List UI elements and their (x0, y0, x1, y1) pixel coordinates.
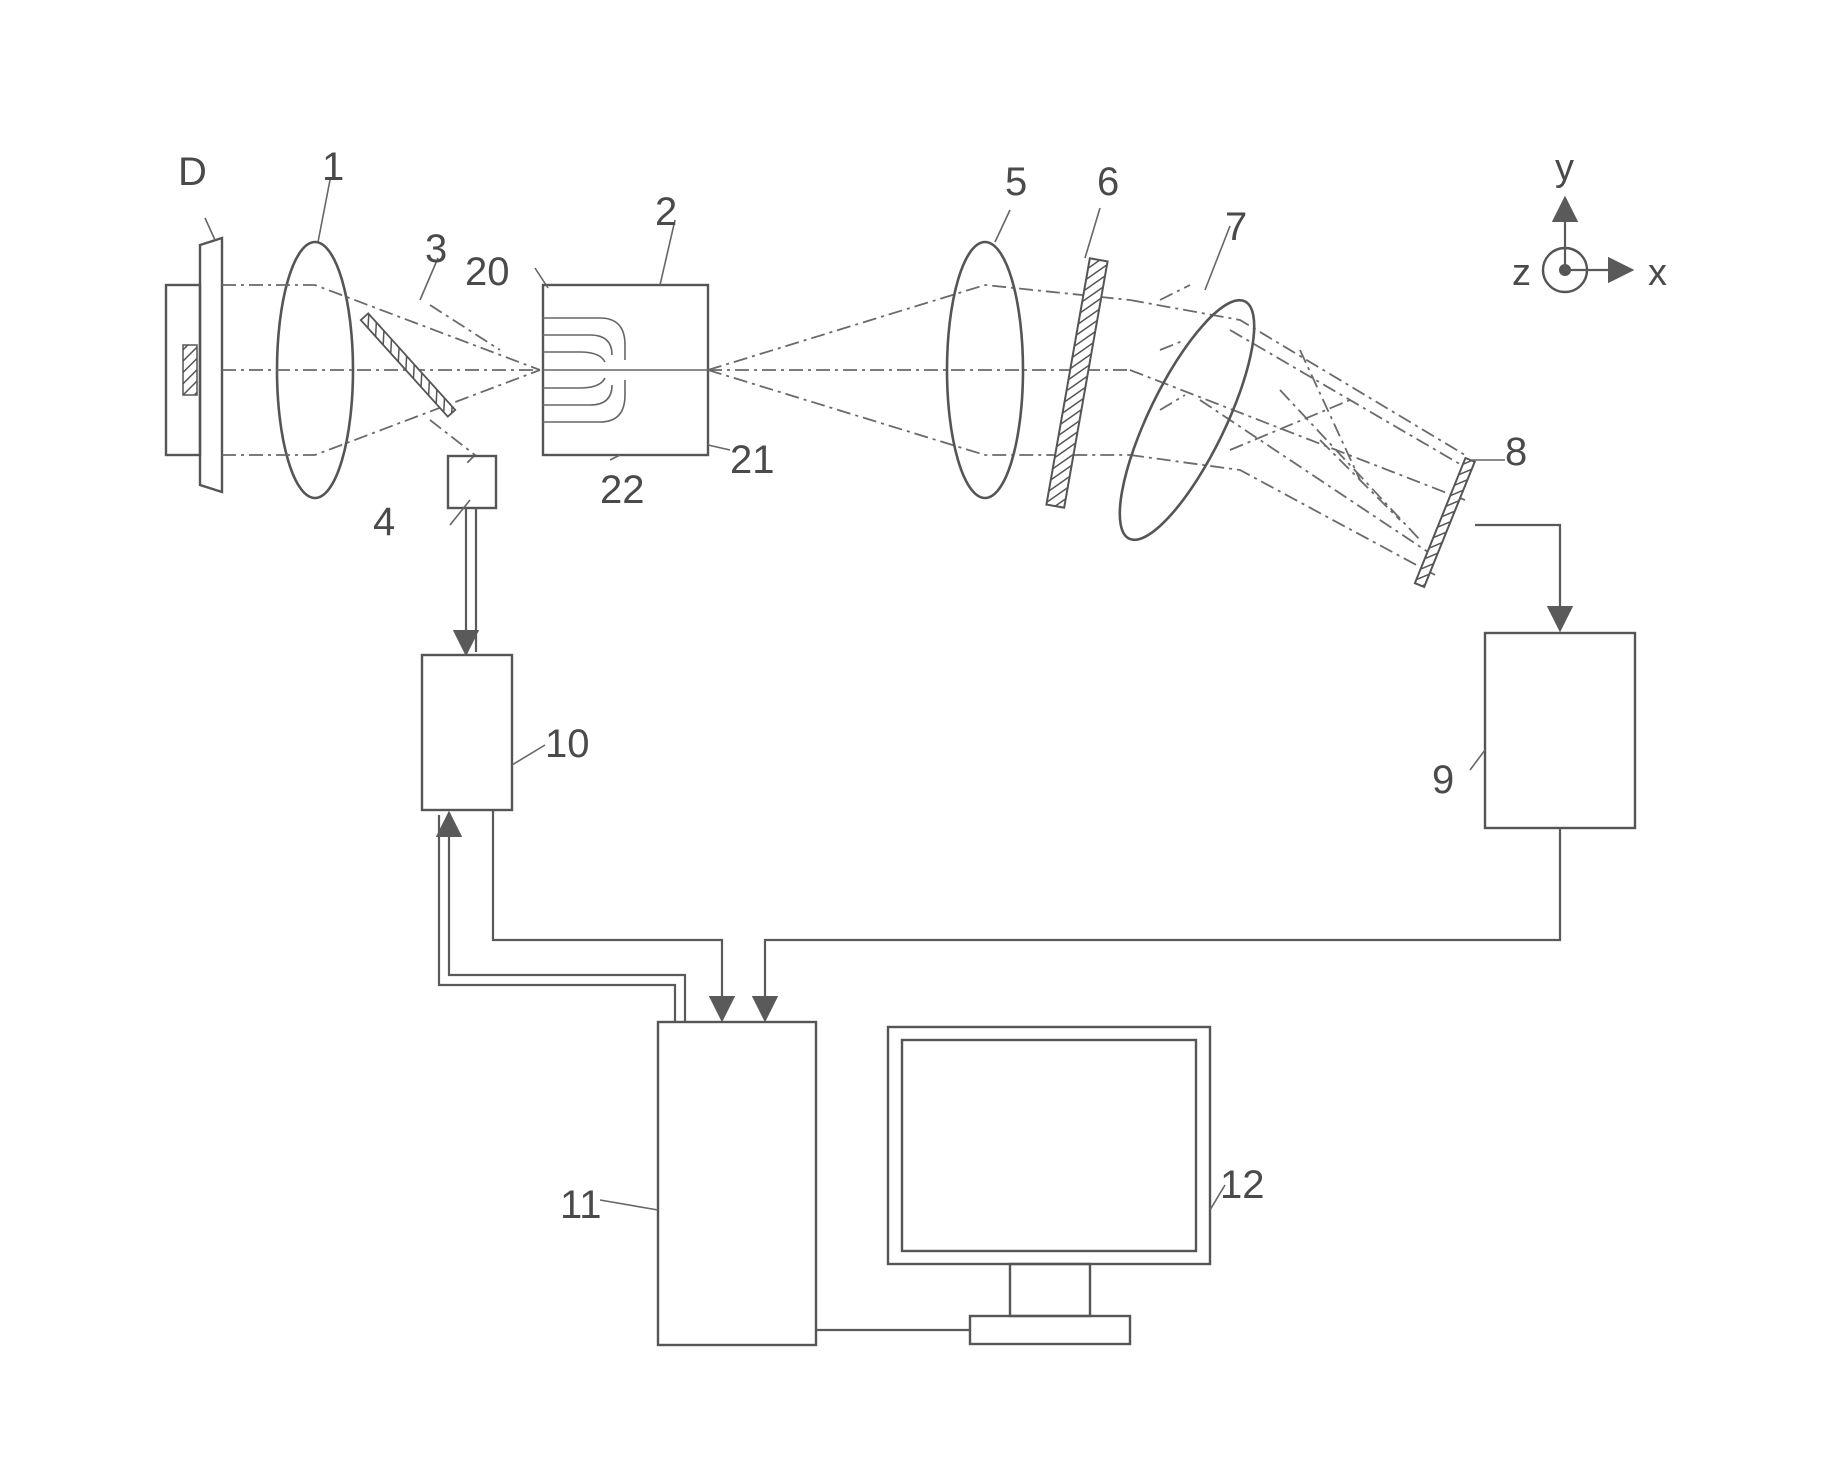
label-1: 1 (322, 145, 344, 189)
leader-lines (205, 180, 1505, 1210)
axis-label-x: x (1648, 252, 1667, 294)
signal-wires (439, 508, 1560, 1330)
label-3: 3 (425, 227, 447, 271)
processor-9 (1485, 633, 1635, 828)
label-10: 10 (545, 722, 590, 766)
lens-7 (1095, 285, 1279, 556)
waveguide-chip-2 (543, 285, 708, 455)
label-6: 6 (1097, 160, 1119, 204)
beam-splitter-3 (361, 313, 455, 416)
driver-10 (422, 655, 512, 810)
label-7: 7 (1225, 205, 1247, 249)
computer-11 (658, 1022, 816, 1345)
monitor-12 (888, 1027, 1210, 1344)
label-D: D (178, 150, 207, 194)
label-11: 11 (560, 1183, 602, 1227)
input-beams (222, 285, 540, 465)
light-source-4 (448, 456, 496, 508)
label-8: 8 (1505, 430, 1527, 474)
label-12: 12 (1220, 1163, 1265, 1207)
plate-6 (1046, 258, 1107, 507)
label-4: 4 (373, 500, 395, 544)
axis-indicator (1543, 200, 1630, 292)
label-2: 2 (655, 190, 677, 234)
label-22: 22 (600, 468, 645, 512)
label-21: 21 (730, 438, 775, 482)
label-20: 20 (465, 250, 510, 294)
label-9: 9 (1432, 758, 1454, 802)
label-5: 5 (1005, 160, 1027, 204)
detector-D (166, 238, 222, 492)
axis-label-z: z (1512, 252, 1531, 294)
sensor-8 (1415, 458, 1475, 587)
axis-label-y: y (1555, 147, 1574, 189)
